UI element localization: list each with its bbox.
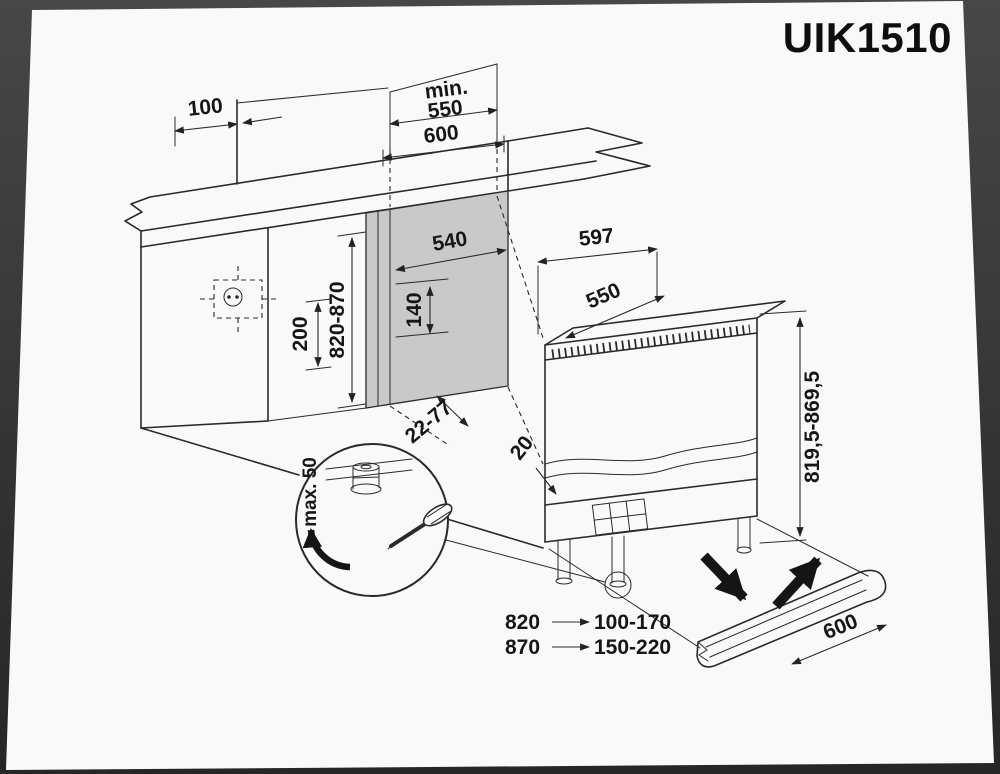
dim-min-label: min. [423,76,469,104]
appliance-feet [555,516,752,599]
dim-niche-height-label: 820-870 [326,281,349,358]
foot-adjust-detail: max. 50 [295,443,606,597]
dim-wall-gap-label: 100 [187,94,224,121]
door-break-line-lower [544,451,758,479]
detail-leader-line [445,539,606,583]
vent-grille [591,498,649,536]
foot-adjust-label: max. 50 [300,457,321,527]
dim-niche-width-label: 600 [422,121,460,148]
row1-plinth-range: 100-170 [594,611,671,634]
projection-lines [389,195,544,465]
left-cabinet [140,227,544,549]
foot-detail-ring [604,571,632,599]
dim-recess-height-label: 140 [403,292,426,327]
rotate-arrow-icon [302,528,351,571]
worktop-right [507,127,651,192]
install-arrows [700,552,822,610]
row2-plinth-range: 150-220 [594,636,671,659]
plinth-drawing: 600 [696,569,887,668]
arrow-up-right-icon [772,556,822,610]
dim-appliance-height-label: 819,5-869,5 [801,371,824,483]
niche-top-dimensions: min. 550 600 [382,63,505,207]
plinth-height-table: 820 100-170 870 150-220 [505,611,671,659]
door-break-line-upper [544,437,758,465]
screwdriver-icon [387,503,453,550]
arrow-down-right-icon [700,552,748,602]
row2-niche-height: 870 [505,636,540,659]
dim-clearance-left-label: 200 [289,316,312,351]
wall-gap-dimension: 100 [174,87,389,185]
socket-position-marker [196,263,279,334]
adjustable-foot-icon [350,462,382,495]
dim-appliance-width-label: 597 [578,224,615,251]
niche-side-panel [365,190,509,409]
row1-niche-height: 820 [505,611,540,634]
model-number: UIK1510 [783,14,952,61]
door-grip-ticks [551,324,751,359]
